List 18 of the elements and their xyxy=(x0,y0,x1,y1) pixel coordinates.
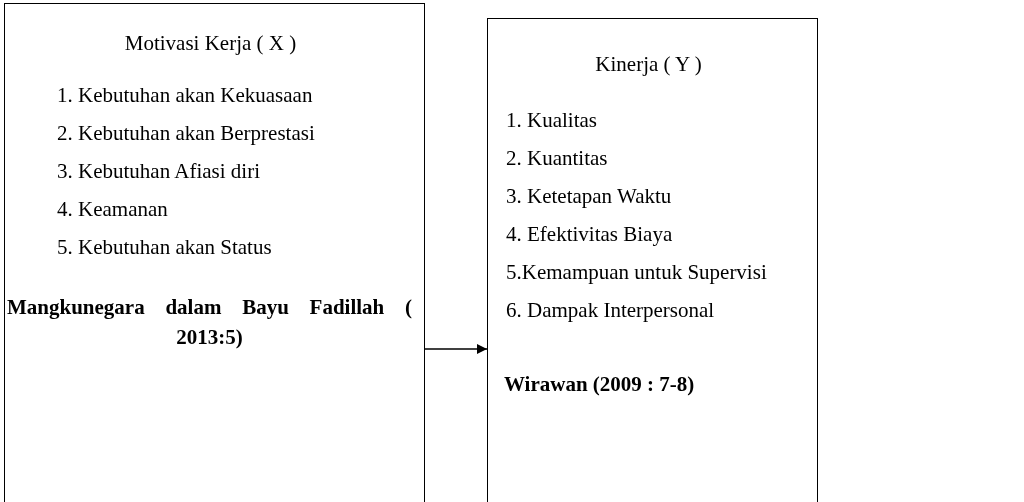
indicator-item: 4. Keamanan xyxy=(57,196,169,223)
indicator-item: 5. Kebutuhan akan Status xyxy=(57,234,273,261)
indicator-item: 2. Kuantitas xyxy=(506,145,609,172)
indicator-item: 5.Kemampuan untuk Supervisi xyxy=(506,259,768,286)
indicator-item: 3. Ketetapan Waktu xyxy=(506,183,673,210)
variable-box xyxy=(487,18,818,502)
indicator-item: 4. Efektivitas Biaya xyxy=(506,221,674,248)
box-heading: Kinerja ( Y ) xyxy=(594,51,703,78)
box-heading: Motivasi Kerja ( X ) xyxy=(123,30,298,57)
source-citation: Wirawan (2009 : 7-8) xyxy=(504,371,696,398)
variable-box xyxy=(4,3,425,502)
arrow xyxy=(424,343,488,355)
indicator-item: 6. Dampak Interpersonal xyxy=(506,297,716,324)
indicator-item: 2. Kebutuhan akan Berprestasi xyxy=(57,120,316,147)
source-citation: Mangkunegara dalam Bayu Fadillah ( 2013:5) xyxy=(7,294,412,351)
indicator-item: 1. Kualitas xyxy=(506,107,598,134)
indicator-item: 3. Kebutuhan Afiasi diri xyxy=(57,158,261,185)
indicator-item: 1. Kebutuhan akan Kekuasaan xyxy=(57,82,314,109)
